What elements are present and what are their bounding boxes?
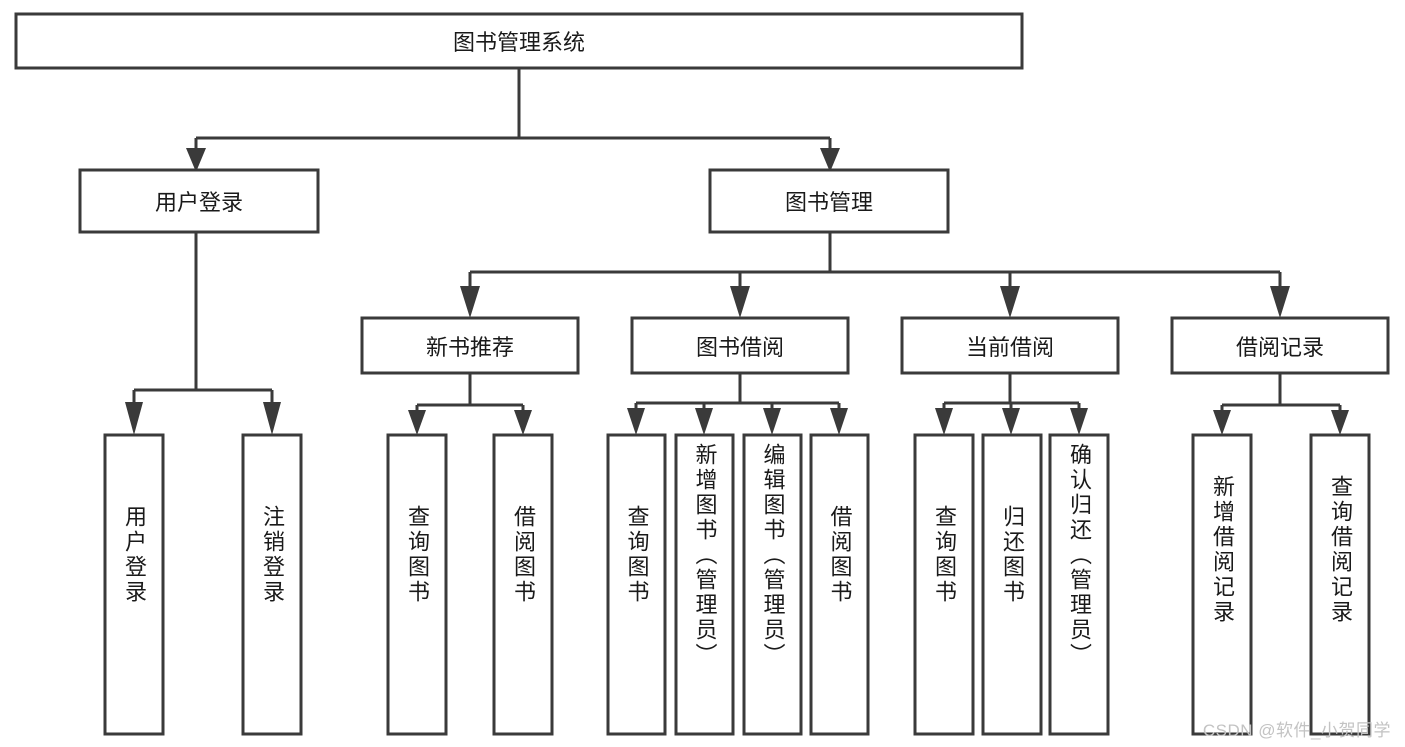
arrowhead-cb-leaf-3 — [1070, 408, 1088, 435]
arrowhead-bb-leaf-2 — [695, 408, 713, 435]
arrowhead-new-book-rec — [460, 286, 480, 318]
node-box-book-management[interactable] — [708, 168, 950, 234]
arrowhead-nbr-leaf-1 — [408, 410, 426, 435]
node-box-leaf-confirm-return-admin[interactable] — [1048, 433, 1110, 736]
connector-group-borrow-record — [1213, 373, 1349, 435]
node-box-leaf-query-borrow-record[interactable] — [1309, 433, 1371, 736]
connector-group-current-borrow — [935, 373, 1088, 435]
node-box-root[interactable] — [14, 12, 1024, 70]
node-box-new-book-recommend[interactable] — [360, 316, 580, 375]
arrowhead-leaf-user-login — [125, 402, 143, 435]
node-box-leaf-borrow-book-2[interactable] — [809, 433, 870, 736]
arrowhead-br-leaf-1 — [1213, 410, 1231, 435]
arrowhead-user-login — [186, 148, 206, 172]
arrowhead-cb-leaf-2 — [1002, 408, 1020, 435]
node-box-leaf-query-book-3[interactable] — [913, 433, 975, 736]
node-box-user-login[interactable] — [78, 168, 320, 234]
arrowhead-nbr-leaf-2 — [514, 410, 532, 435]
node-box-leaf-query-book-2[interactable] — [606, 433, 667, 736]
node-box-leaf-user-login[interactable] — [103, 433, 165, 736]
node-box-leaf-add-borrow-record[interactable] — [1191, 433, 1253, 736]
connector-group-user-login — [125, 232, 281, 435]
arrowhead-cb-leaf-1 — [935, 408, 953, 435]
node-box-current-borrow[interactable] — [900, 316, 1120, 375]
node-box-leaf-return-book[interactable] — [981, 433, 1043, 736]
arrowhead-bb-leaf-3 — [763, 408, 781, 435]
node-box-leaf-query-book-1[interactable] — [386, 433, 448, 736]
node-box-book-borrow[interactable] — [630, 316, 850, 375]
arrowhead-leaf-logout — [263, 402, 281, 435]
connector-group-book-mgmt — [460, 232, 1290, 318]
arrowhead-bb-leaf-4 — [830, 408, 848, 435]
node-box-leaf-logout[interactable] — [241, 433, 303, 736]
csdn-watermark: CSDN @软件_小贺同学 — [1202, 721, 1391, 740]
arrowhead-br-leaf-2 — [1331, 410, 1349, 435]
node-box-leaf-add-book-admin[interactable] — [674, 433, 735, 736]
arrowhead-current-borrow — [1000, 286, 1020, 318]
node-box-leaf-edit-book-admin[interactable] — [742, 433, 803, 736]
arrowhead-book-borrow — [730, 286, 750, 318]
node-box-leaf-borrow-book-1[interactable] — [492, 433, 554, 736]
connector-group-book-borrow — [627, 373, 848, 435]
connector-group-root — [186, 68, 840, 172]
connector-group-new-book-rec — [408, 373, 532, 435]
node-box-borrow-record[interactable] — [1170, 316, 1390, 375]
arrowhead-bb-leaf-1 — [627, 408, 645, 435]
arrowhead-borrow-record — [1270, 286, 1290, 318]
arrowhead-book-mgmt — [820, 148, 840, 172]
